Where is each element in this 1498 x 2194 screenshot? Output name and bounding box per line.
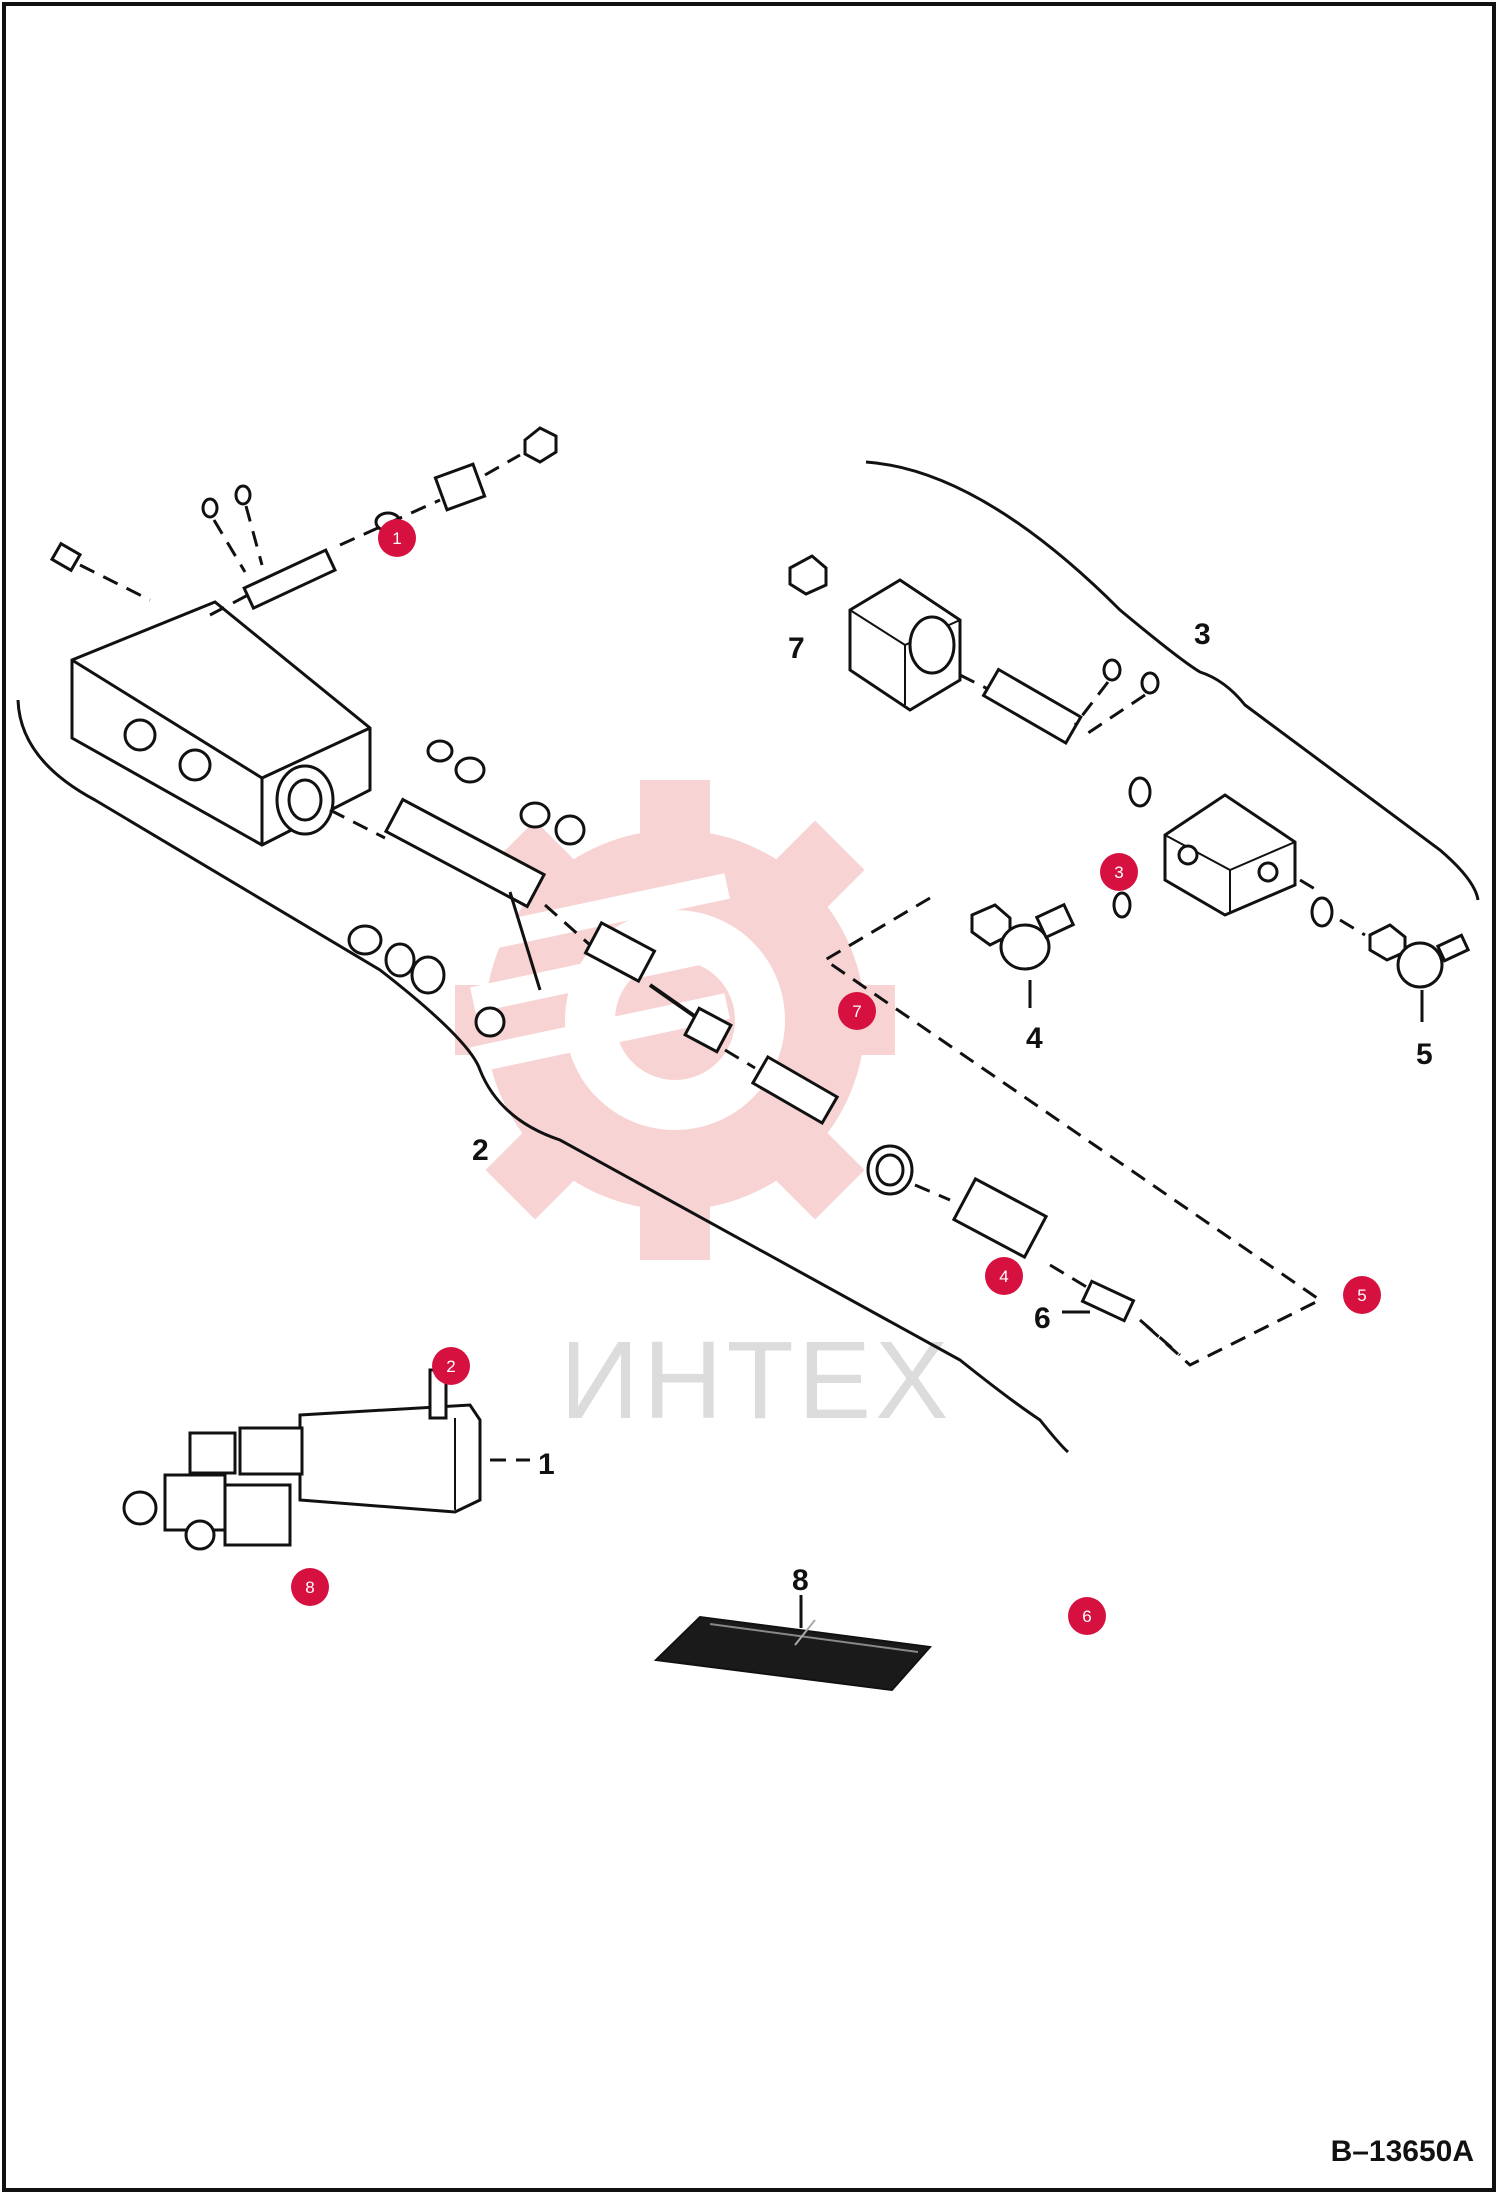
part-label-4: 4 [1026, 1022, 1043, 1055]
svg-text:3: 3 [1114, 863, 1123, 882]
decal-8 [653, 1595, 932, 1692]
hotspot-7[interactable]: 7 [838, 992, 876, 1030]
hotspot-4[interactable]: 4 [985, 1257, 1023, 1295]
hotspot-6[interactable]: 6 [1068, 1597, 1106, 1635]
svg-text:5: 5 [1357, 1286, 1366, 1305]
watermark-gear-logo [455, 780, 895, 1260]
watermark-text: ИНТЕХ [560, 1319, 952, 1442]
bracket-2 [16, 699, 1070, 1454]
svg-text:6: 6 [1082, 1607, 1091, 1626]
svg-text:1: 1 [392, 529, 401, 548]
set-screw [49, 541, 83, 573]
part-label-5: 5 [1416, 1038, 1433, 1071]
part-label-2: 2 [472, 1134, 489, 1167]
part-label-6: 6 [1034, 1302, 1051, 1335]
solenoid-valve-body [1112, 793, 1366, 937]
part-label-1: 1 [538, 1448, 555, 1481]
assembly-dashed-outline [822, 896, 1323, 1367]
part-label-3: 3 [1194, 618, 1211, 651]
svg-text:2: 2 [446, 1357, 455, 1376]
valve-block [70, 600, 372, 847]
part-label-7: 7 [788, 632, 805, 665]
svg-text:4: 4 [999, 1267, 1008, 1286]
hotspot-5[interactable]: 5 [1343, 1276, 1381, 1314]
bracket-3 [865, 460, 1480, 901]
part-label-8: 8 [792, 1564, 809, 1597]
drawing-code: B–13650A [1331, 2135, 1474, 2168]
elbow-fitting-4 [970, 902, 1076, 1008]
assembled-valve-1 [122, 1368, 530, 1551]
hotspot-1[interactable]: 1 [378, 519, 416, 557]
hotspot-2[interactable]: 2 [432, 1347, 470, 1385]
tee-fitting-5 [1368, 923, 1471, 1022]
svg-text:8: 8 [305, 1578, 314, 1597]
svg-text:7: 7 [852, 1002, 861, 1021]
solenoid-coil [788, 554, 1160, 808]
hotspot-8[interactable]: 8 [291, 1568, 329, 1606]
spool-assembly [329, 739, 1181, 1357]
hotspot-3[interactable]: 3 [1100, 853, 1138, 891]
